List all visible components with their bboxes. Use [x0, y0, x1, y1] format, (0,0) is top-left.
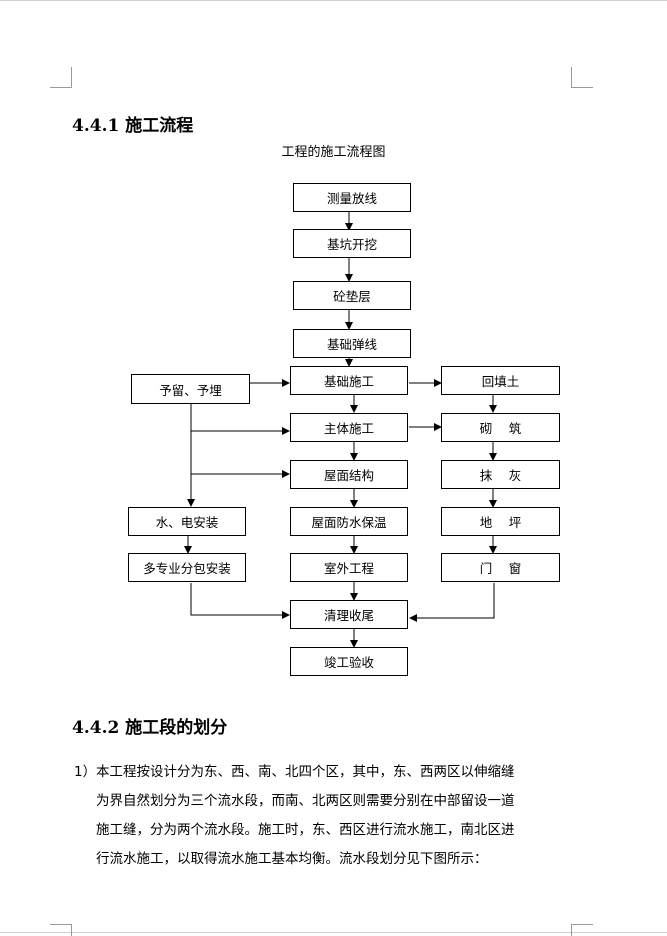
flow-node-backfill: 回填土 [441, 366, 560, 395]
flow-node-roof-structure: 屋面结构 [290, 460, 408, 489]
flow-node-main-body: 主体施工 [290, 413, 408, 442]
flow-node-water-electric: 水、电安装 [128, 507, 246, 536]
arrow-doors-to-cleanup [409, 583, 495, 622]
flow-node-floor: 地 坪 [441, 507, 560, 536]
section-heading-segment-division: 4.4.2 施工段的划分 [72, 718, 228, 738]
crop-mark-top-left [50, 67, 72, 88]
crop-mark-top-right [571, 67, 593, 88]
paragraph-line-1: 本工程按设计分为东、西、南、北四个区，其中，东、西两区以伸缩缝 [96, 764, 515, 780]
flow-node-exterior: 室外工程 [290, 553, 408, 582]
segment-description-paragraph: 1）本工程按设计分为东、西、南、北四个区，其中，东、西两区以伸缩缝 为界自然划分… [74, 758, 582, 874]
flow-node-excavate: 基坑开挖 [293, 229, 411, 258]
flow-node-cushion: 砼垫层 [293, 281, 411, 310]
page-top-edge [0, 0, 667, 1]
arrow-subcontract-to-cleanup [190, 583, 290, 619]
flow-node-masonry: 砌 筑 [441, 413, 560, 442]
page-bottom-edge [0, 932, 667, 933]
flow-node-acceptance: 竣工验收 [290, 647, 408, 676]
flow-node-roof-waterproof: 屋面防水保温 [290, 507, 408, 536]
crop-mark-bottom-left [50, 924, 72, 936]
flow-node-plaster: 抹 灰 [441, 460, 560, 489]
flow-node-foundation-line: 基础弹线 [293, 329, 411, 358]
paragraph-line-3: 施工缝，分为两个流水段。施工时，东、西区进行流水施工，南北区进 [96, 822, 515, 838]
flow-node-cleanup: 清理收尾 [290, 600, 408, 629]
flow-node-measure: 测量放线 [293, 183, 411, 212]
list-item-number: 1） [74, 764, 97, 780]
paragraph-line-2: 为界自然划分为三个流水段，而南、北两区则需要分别在中部留设一道 [96, 793, 515, 809]
flow-node-foundation: 基础施工 [290, 366, 408, 395]
flow-node-subcontract: 多专业分包安装 [128, 553, 246, 582]
flowchart-connectors [184, 211, 497, 648]
flow-node-doors-windows: 门 窗 [441, 553, 560, 582]
paragraph-line-4: 行流水施工，以取得流水施工基本均衡。流水段划分见下图所示： [96, 851, 488, 867]
flowchart-caption: 工程的施工流程图 [281, 145, 386, 160]
crop-mark-bottom-right [571, 924, 593, 936]
flow-node-reserve: 予留、予埋 [131, 374, 250, 404]
section-heading-construction-flow: 4.4.1 施工流程 [72, 116, 194, 136]
